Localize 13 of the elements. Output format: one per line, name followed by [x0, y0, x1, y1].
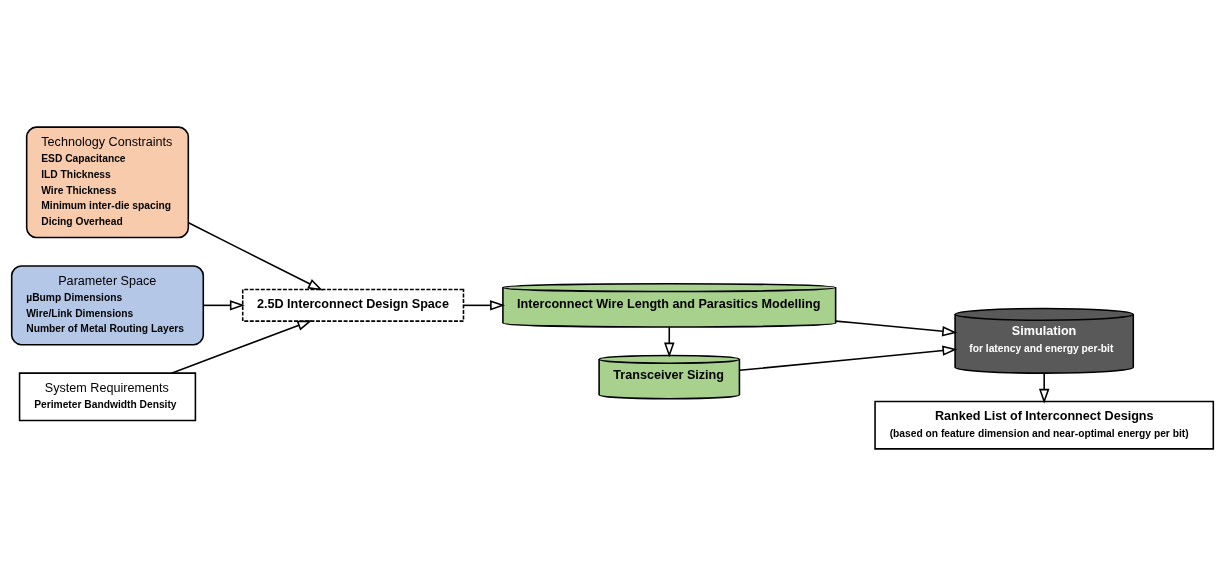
- node-box: Ranked List of Interconnect Designs (based on feature dimension and near-optimal energy per bit): [874, 400, 1215, 450]
- arrow: [170, 319, 313, 374]
- arrow: [1038, 372, 1050, 404]
- arrow: [738, 344, 958, 371]
- arrow: [187, 221, 323, 291]
- arrow: [462, 299, 506, 311]
- node-box: Technology Constraints ESD Capacitance ILD Thickness Wire Thickness Minimum inter-die spacing Dicing Overhead: [25, 125, 190, 238]
- node-box: System Requirements Perimeter Bandwidth Density: [18, 371, 197, 421]
- arrow: [202, 299, 245, 311]
- arrow: [834, 319, 958, 336]
- node-box: 2.5D Interconnect Design Space: [241, 288, 465, 322]
- node-box: Parameter Space µBump Dimensions Wire/Link Dimensions Number of Metal Routing Layers: [10, 264, 205, 346]
- arrow: [664, 325, 675, 358]
